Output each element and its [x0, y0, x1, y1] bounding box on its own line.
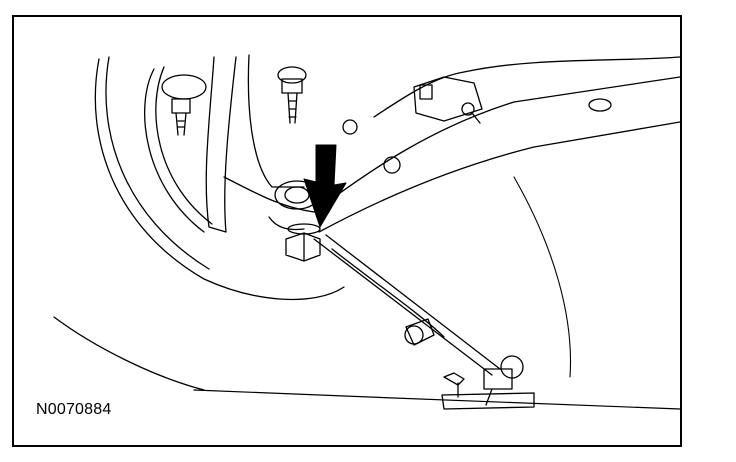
separator-tool	[313, 234, 524, 406]
tire-right-edge	[513, 176, 572, 378]
ground-line	[193, 389, 680, 410]
wheel-stud-top	[277, 66, 307, 124]
ball-joint-nut	[285, 223, 321, 262]
tool-base	[441, 372, 535, 410]
tire-inner-arc	[94, 58, 345, 301]
tire-tread-arc	[105, 56, 210, 270]
down-arrow-icon	[303, 144, 347, 228]
figure-code: N0070884	[36, 401, 112, 418]
suspension-illustration	[53, 54, 680, 410]
brake-disc	[144, 66, 213, 233]
figure-frame: N0070884	[12, 15, 682, 447]
tire-outline	[53, 316, 205, 391]
arm-bracket	[413, 76, 483, 124]
lower-control-arm	[313, 56, 680, 233]
wheel-stud-left	[171, 98, 191, 136]
steering-knuckle	[205, 54, 320, 233]
